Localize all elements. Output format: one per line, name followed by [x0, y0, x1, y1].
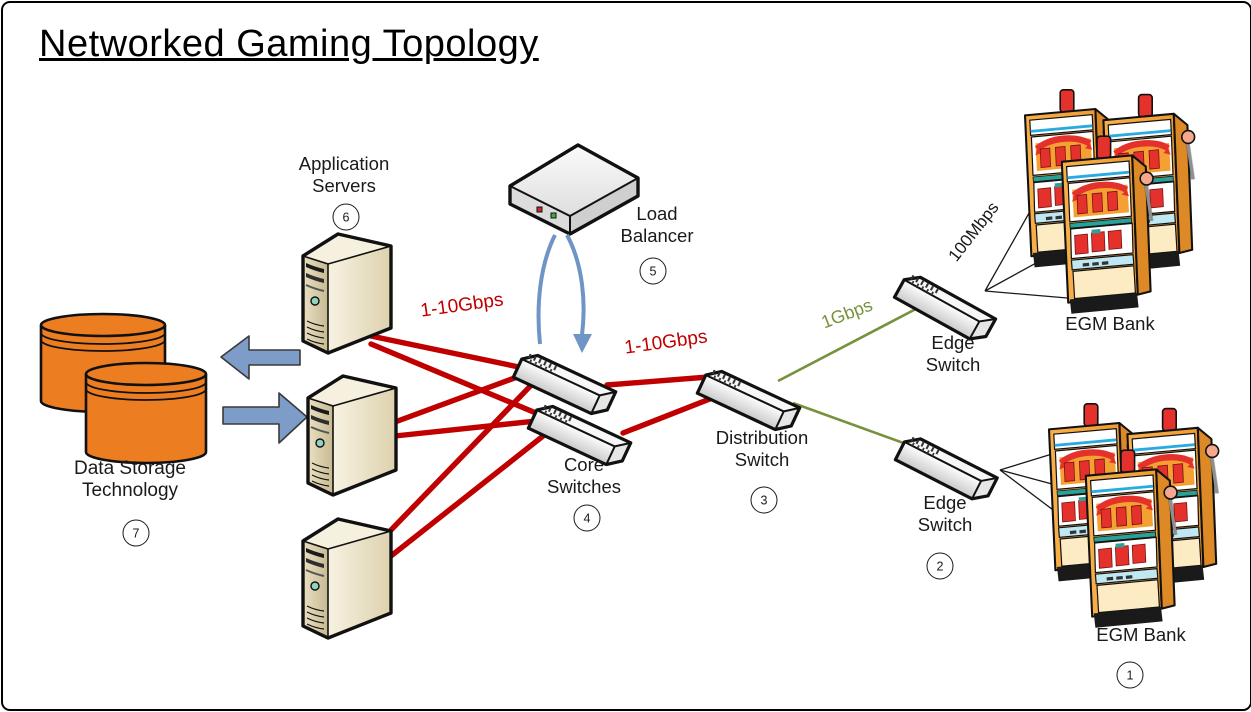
gigabit-links [777, 297, 936, 455]
load-balancer-arrow [536, 234, 592, 353]
app-server-3 [301, 517, 393, 640]
egm-bank-top-graphic [1025, 90, 1195, 314]
led-red [536, 206, 543, 213]
egm-link-line [984, 290, 1080, 300]
flow-arrow-right [222, 392, 308, 444]
core-switch-2 [528, 401, 630, 470]
topology-drawing [39, 3, 1250, 640]
load-balancer-device [508, 143, 640, 236]
high-speed-links [368, 333, 728, 559]
edge-switch-top-device [894, 271, 995, 345]
storage-cylinder-front [84, 361, 208, 465]
egm-link-line [984, 198, 1038, 292]
high-speed-link-line [388, 372, 544, 533]
high-speed-link-line [392, 416, 558, 439]
led-green [550, 212, 557, 219]
gigabit-link-line [777, 297, 936, 383]
high-speed-link-line [388, 422, 560, 559]
egm-bank-bottom-graphic [1049, 404, 1219, 628]
app-server-2 [306, 374, 398, 497]
data-storage-cylinders [39, 312, 208, 465]
flow-arrow-left [220, 335, 301, 380]
edge-switch-bottom-device [895, 433, 997, 505]
high-speed-link-line [604, 373, 724, 388]
high-speed-link-line [368, 333, 541, 374]
high-speed-link-line [368, 341, 558, 424]
arrowhead [573, 334, 592, 353]
